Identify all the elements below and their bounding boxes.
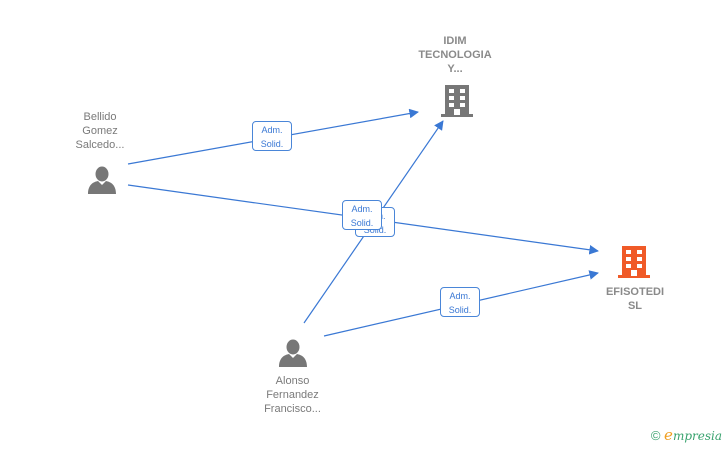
company-label-efisotedi[interactable]: EFISOTEDI SL [605, 286, 665, 312]
person-icon[interactable] [87, 165, 117, 195]
company-label-idim[interactable]: IDIM TECNOLOGIA Y... [418, 35, 492, 75]
person-label-alonso[interactable]: Alonso Fernandez Francisco... [264, 375, 321, 415]
copyright-icon: © [650, 428, 661, 443]
edge-label-badge[interactable]: Adm. Solid. [252, 121, 292, 151]
edge-label-badge[interactable]: Adm. Solid. [342, 200, 382, 230]
brand-name: mpresia [672, 429, 722, 443]
brand-initial: e [664, 426, 673, 444]
building-icon[interactable] [441, 83, 473, 119]
person-label-bellido[interactable]: Bellido Gomez Salcedo... [75, 111, 125, 151]
footer-brand: © empresia [651, 426, 722, 444]
building-icon[interactable] [618, 244, 650, 280]
brand-logo: empresia [664, 426, 722, 444]
edge-label-badge[interactable]: Adm. Solid. [440, 287, 480, 317]
person-icon[interactable] [278, 338, 308, 368]
